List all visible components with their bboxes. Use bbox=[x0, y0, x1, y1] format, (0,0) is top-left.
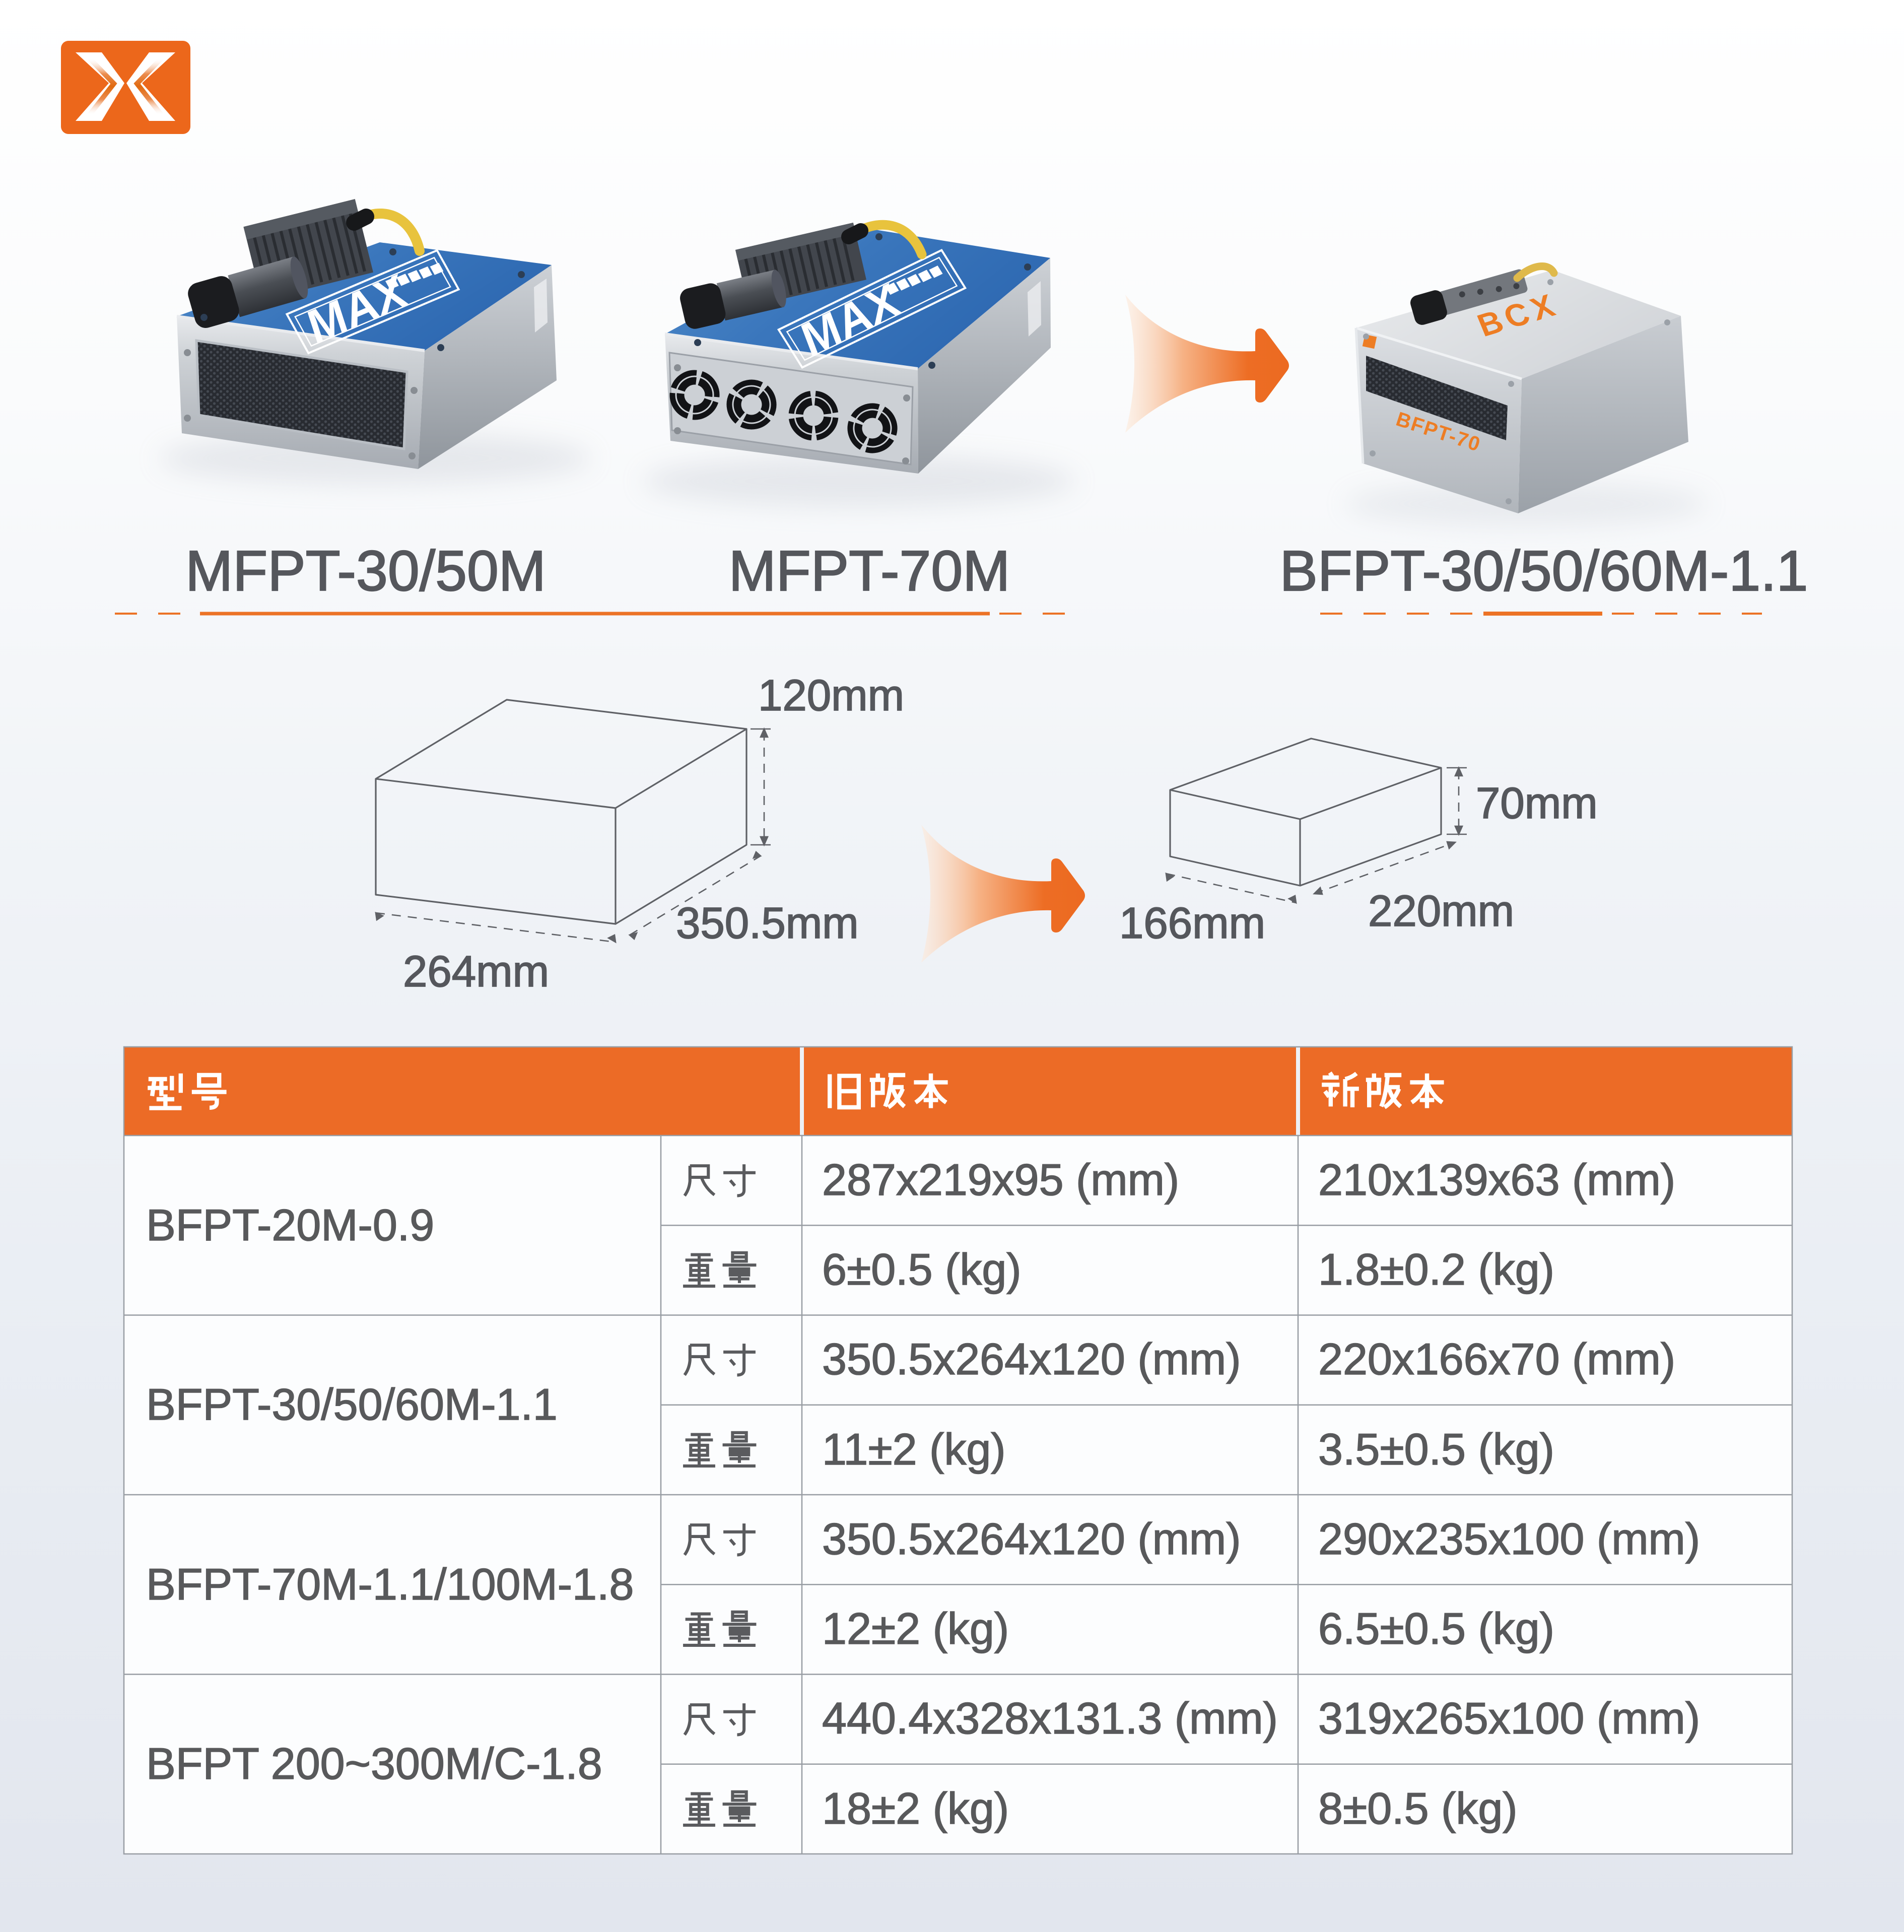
svg-text:350.5mm: 350.5mm bbox=[676, 899, 859, 948]
svg-text:350.5x264x120 (mm): 350.5x264x120 (mm) bbox=[822, 1334, 1241, 1384]
svg-text:18±2 (kg): 18±2 (kg) bbox=[822, 1783, 1009, 1833]
svg-text:6±0.5 (kg): 6±0.5 (kg) bbox=[822, 1244, 1022, 1294]
svg-text:440.4x328x131.3 (mm): 440.4x328x131.3 (mm) bbox=[822, 1693, 1278, 1743]
svg-text:MFPT-70M: MFPT-70M bbox=[729, 539, 1010, 603]
svg-text:120mm: 120mm bbox=[758, 671, 904, 720]
svg-text:166mm: 166mm bbox=[1119, 899, 1265, 948]
svg-text:12±2 (kg): 12±2 (kg) bbox=[822, 1604, 1009, 1653]
svg-text:70mm: 70mm bbox=[1476, 779, 1598, 828]
svg-text:319x265x100 (mm): 319x265x100 (mm) bbox=[1318, 1693, 1700, 1743]
svg-text:6.5±0.5 (kg): 6.5±0.5 (kg) bbox=[1318, 1604, 1554, 1653]
svg-text:210x139x63 (mm): 210x139x63 (mm) bbox=[1318, 1155, 1675, 1205]
svg-text:264mm: 264mm bbox=[403, 947, 549, 996]
svg-text:220mm: 220mm bbox=[1368, 887, 1514, 936]
svg-text:287x219x95 (mm): 287x219x95 (mm) bbox=[822, 1155, 1179, 1205]
svg-text:BFPT-20M-0.9: BFPT-20M-0.9 bbox=[146, 1200, 434, 1250]
svg-text:220x166x70 (mm): 220x166x70 (mm) bbox=[1318, 1334, 1675, 1384]
svg-text:BFPT-30/50/60M-1.1: BFPT-30/50/60M-1.1 bbox=[1280, 539, 1808, 603]
svg-text:1.8±0.2 (kg): 1.8±0.2 (kg) bbox=[1318, 1244, 1554, 1294]
svg-text:8±0.5 (kg): 8±0.5 (kg) bbox=[1318, 1783, 1518, 1833]
svg-text:3.5±0.5 (kg): 3.5±0.5 (kg) bbox=[1318, 1424, 1554, 1474]
svg-text:BFPT 200~300M/C-1.8: BFPT 200~300M/C-1.8 bbox=[146, 1739, 602, 1788]
svg-text:350.5x264x120 (mm): 350.5x264x120 (mm) bbox=[822, 1514, 1241, 1564]
svg-text:11±2 (kg): 11±2 (kg) bbox=[822, 1424, 1006, 1474]
svg-text:BFPT-70M-1.1/100M-1.8: BFPT-70M-1.1/100M-1.8 bbox=[146, 1559, 634, 1609]
svg-text:290x235x100 (mm): 290x235x100 (mm) bbox=[1318, 1514, 1700, 1564]
svg-text:BFPT-30/50/60M-1.1: BFPT-30/50/60M-1.1 bbox=[146, 1379, 558, 1429]
svg-text:MFPT-30/50M: MFPT-30/50M bbox=[185, 539, 546, 603]
